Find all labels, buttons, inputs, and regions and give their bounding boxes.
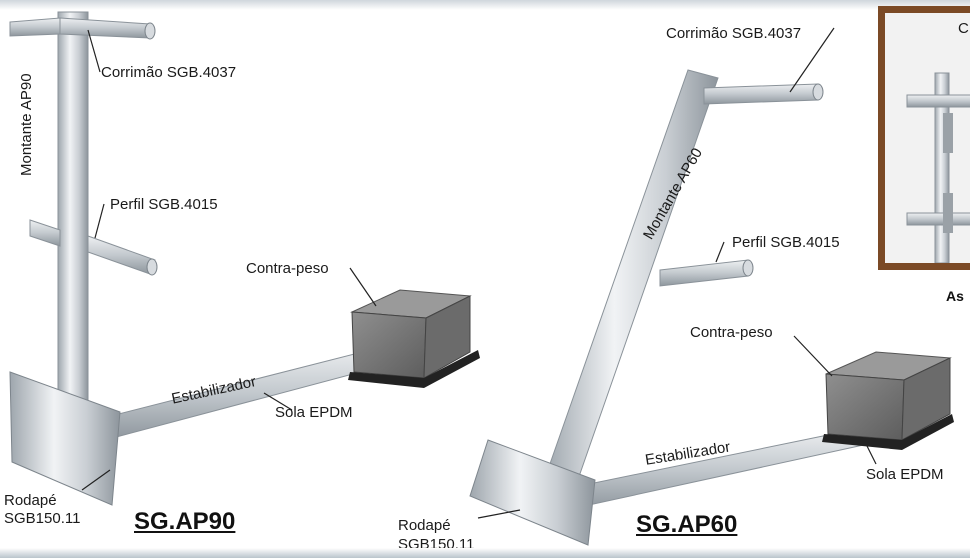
- ap60-toe-board: [469, 439, 596, 546]
- ap90-toe-board: [9, 371, 121, 506]
- ap60-assembly: [469, 27, 954, 546]
- ap90-perfil-label: Perfil SGB.4015: [110, 196, 218, 213]
- top-band: [0, 0, 970, 10]
- ap60-title: SG.AP60: [636, 511, 738, 538]
- ap90-counterweight-front: [351, 311, 427, 379]
- ap60-perfil-label: Perfil SGB.4015: [732, 234, 840, 251]
- ap90-corrimao-label: Corrimão SGB.4037: [101, 64, 237, 81]
- ap60-rodape-label-1: Rodapé: [398, 517, 451, 534]
- ap90-rodape-label-2: SGB150.11: [4, 510, 81, 527]
- ap60-mid-rail: [659, 259, 749, 287]
- ap90-rodape-label-1: Rodapé: [4, 492, 57, 509]
- ap60-corrimao-label: Corrimão SGB.4037: [666, 25, 802, 42]
- ap60-top-rail: [703, 83, 819, 105]
- ap90-contrapeso-label: Contra-peso: [246, 260, 329, 277]
- inset-label: C: [958, 20, 969, 37]
- ap90-upright: [57, 11, 89, 413]
- ap90-stabilizer-beam: [94, 344, 399, 441]
- detail-inset: [878, 6, 970, 270]
- ap60-epdm-sole: [822, 414, 954, 450]
- ap90-montante-label: Montante AP90: [18, 73, 35, 176]
- ap60-counterweight-front: [825, 373, 905, 441]
- ap90-assembly: [9, 11, 480, 506]
- ap90-sola-label: Sola EPDM: [275, 404, 353, 421]
- ap90-title: SG.AP90: [134, 508, 236, 535]
- inset-caption: As: [946, 288, 964, 304]
- ap90-epdm-sole: [348, 350, 480, 388]
- ap90-mid-rail: [87, 235, 156, 275]
- ap90-top-rail: [59, 17, 151, 39]
- ap60-sola-label: Sola EPDM: [866, 466, 944, 483]
- bottom-band: [0, 548, 970, 558]
- ap60-contrapeso-label: Contra-peso: [690, 324, 773, 341]
